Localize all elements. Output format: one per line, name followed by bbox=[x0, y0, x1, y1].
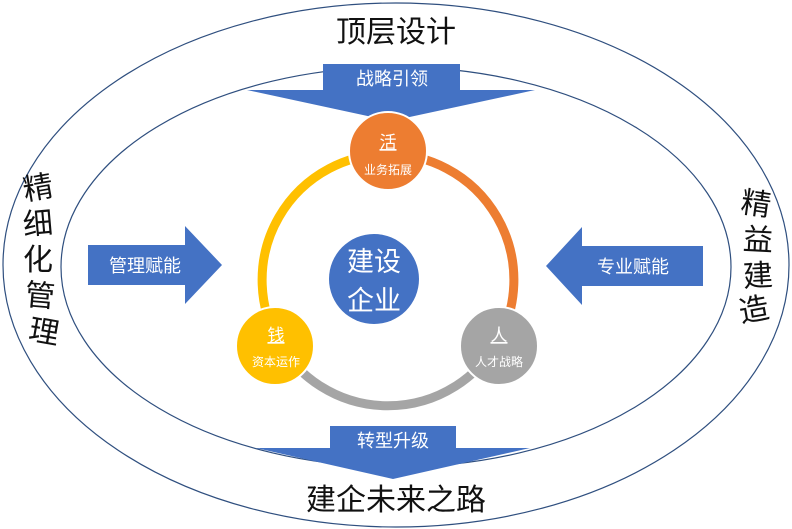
left-label-char: 化 bbox=[23, 243, 53, 278]
core-label-line2: 企业 bbox=[347, 286, 401, 317]
node-huo-subtitle: 业务拓展 bbox=[364, 162, 412, 177]
right-vertical-label: 精 益 建 造 bbox=[736, 185, 774, 330]
bottom-label: 建企未来之路 bbox=[306, 483, 486, 518]
right-label-char: 精 bbox=[739, 185, 774, 224]
node-ren-circle bbox=[459, 306, 539, 386]
node-qian-subtitle: 资本运作 bbox=[252, 355, 300, 369]
node-huo-circle bbox=[348, 111, 428, 191]
core-label-line1: 建设 bbox=[347, 247, 401, 278]
node-qian-circle bbox=[235, 306, 315, 386]
node-qian-title: 钱 bbox=[268, 326, 285, 346]
right-label-char: 益 bbox=[742, 222, 774, 259]
arrow-left-label: 管理赋能 bbox=[109, 256, 181, 277]
right-label-char: 建 bbox=[742, 258, 774, 295]
node-ren-title: 人 bbox=[491, 326, 508, 346]
left-label-char: 管 bbox=[23, 278, 56, 315]
core-circle bbox=[329, 234, 419, 324]
arrow-right bbox=[546, 227, 703, 305]
arrow-top-label: 战略引领 bbox=[356, 69, 428, 90]
arrow-top bbox=[247, 64, 535, 121]
arrow-right-label: 专业赋能 bbox=[597, 257, 669, 278]
node-huo-title: 活 bbox=[380, 133, 397, 153]
left-vertical-label: 精 细 化 管 理 bbox=[20, 169, 61, 353]
left-label-char: 精 bbox=[20, 169, 56, 209]
arrow-bottom bbox=[256, 426, 530, 479]
right-label-char: 造 bbox=[736, 291, 772, 331]
top-label: 顶层设计 bbox=[336, 15, 456, 50]
arrow-bottom-label: 转型升级 bbox=[357, 431, 429, 452]
left-label-char: 细 bbox=[22, 206, 55, 243]
arrow-left bbox=[88, 226, 222, 304]
left-label-char: 理 bbox=[26, 313, 62, 353]
node-ren-subtitle: 人才战略 bbox=[475, 354, 523, 369]
